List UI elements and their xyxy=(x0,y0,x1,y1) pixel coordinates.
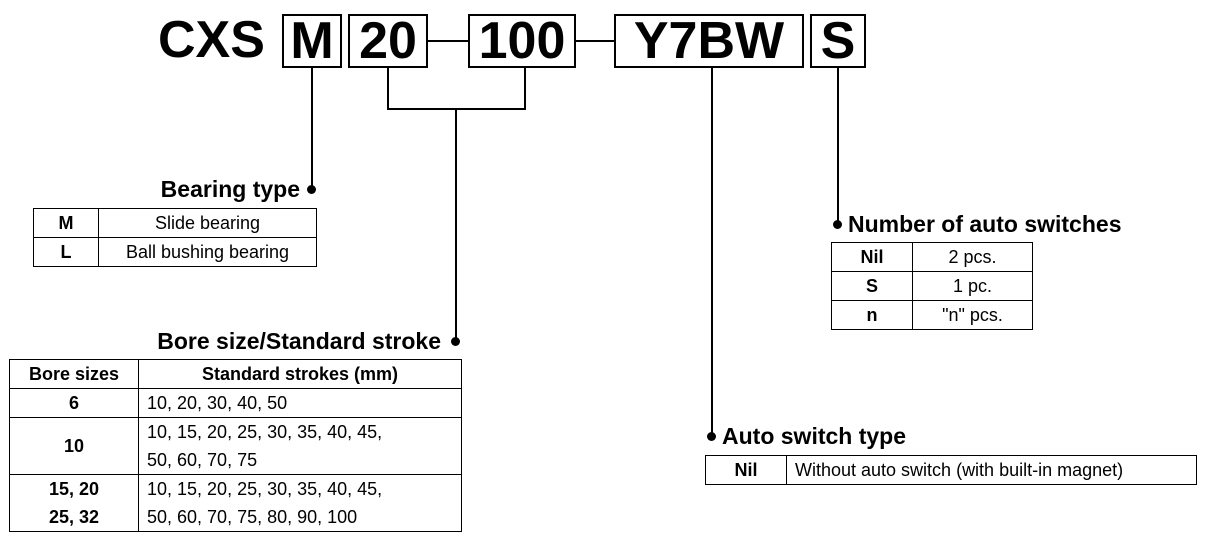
switch-count-code: Nil xyxy=(831,242,913,272)
bearing-desc: Ball bushing bearing xyxy=(98,237,317,267)
table-row: Nil Without auto switch (with built-in m… xyxy=(705,455,1197,485)
bracket-bore-left xyxy=(387,68,389,110)
leader-bearing xyxy=(311,68,313,189)
auto-switch-type-title: Auto switch type xyxy=(722,423,907,449)
code-dash-1 xyxy=(428,40,468,42)
bearing-code: M xyxy=(33,208,99,238)
bearing-type-table: M Slide bearing L Ball bushing bearing xyxy=(33,208,317,267)
bearing-code: L xyxy=(33,237,99,267)
auto-switch-type-table: Nil Without auto switch (with built-in m… xyxy=(705,455,1197,485)
bore-size: 10 xyxy=(9,417,139,475)
leader-bore xyxy=(455,108,457,341)
leader-bore-dot xyxy=(451,337,460,346)
switch-count-desc: 1 pc. xyxy=(912,271,1033,301)
table-row: S 1 pc. xyxy=(831,271,1033,301)
bearing-desc: Slide bearing xyxy=(98,208,317,238)
bore-header-size: Bore sizes xyxy=(9,359,139,389)
bore-strokes: 10, 15, 20, 25, 30, 35, 40, 45,50, 60, 7… xyxy=(138,417,462,475)
leader-bearing-dot xyxy=(307,185,316,194)
table-row: L Ball bushing bearing xyxy=(33,237,317,267)
switch-count-desc: "n" pcs. xyxy=(912,300,1033,330)
code-dash-2 xyxy=(576,40,614,42)
code-box-switch-count: S xyxy=(810,14,866,68)
bore-strokes: 10, 20, 30, 40, 50 xyxy=(138,388,462,418)
table-row: 6 10, 20, 30, 40, 50 xyxy=(9,388,462,418)
bracket-bore-right xyxy=(524,68,526,110)
table-row: Nil 2 pcs. xyxy=(831,242,1033,272)
code-box-bearing: M xyxy=(282,14,342,68)
switch-count-code: n xyxy=(831,300,913,330)
table-row: M Slide bearing xyxy=(33,208,317,238)
switch-count-title: Number of auto switches xyxy=(848,211,1122,237)
bore-title: Bore size/Standard stroke xyxy=(157,328,441,354)
leader-auto-switch-dot xyxy=(707,432,716,441)
leader-auto-switch xyxy=(711,68,713,436)
bore-strokes: 10, 15, 20, 25, 30, 35, 40, 45,50, 60, 7… xyxy=(138,474,462,532)
auto-switch-code: Nil xyxy=(705,455,787,485)
bore-table: Bore sizes Standard strokes (mm) 6 10, 2… xyxy=(9,359,462,532)
bore-size: 6 xyxy=(9,388,139,418)
switch-count-table: Nil 2 pcs. S 1 pc. n "n" pcs. xyxy=(831,242,1033,330)
code-box-bore: 20 xyxy=(348,14,428,68)
leader-switch-count-dot xyxy=(833,220,842,229)
switch-count-desc: 2 pcs. xyxy=(912,242,1033,272)
code-prefix: CXS xyxy=(158,11,265,69)
table-header-row: Bore sizes Standard strokes (mm) xyxy=(9,359,462,389)
table-row: 10 10, 15, 20, 25, 30, 35, 40, 45,50, 60… xyxy=(9,417,462,475)
table-row: n "n" pcs. xyxy=(831,300,1033,330)
bore-header-strokes: Standard strokes (mm) xyxy=(138,359,462,389)
code-box-stroke: 100 xyxy=(468,14,576,68)
auto-switch-desc: Without auto switch (with built-in magne… xyxy=(786,455,1197,485)
switch-count-code: S xyxy=(831,271,913,301)
code-box-auto-switch: Y7BW xyxy=(614,14,804,68)
bearing-type-title: Bearing type xyxy=(160,176,300,202)
leader-switch-count xyxy=(837,68,839,224)
